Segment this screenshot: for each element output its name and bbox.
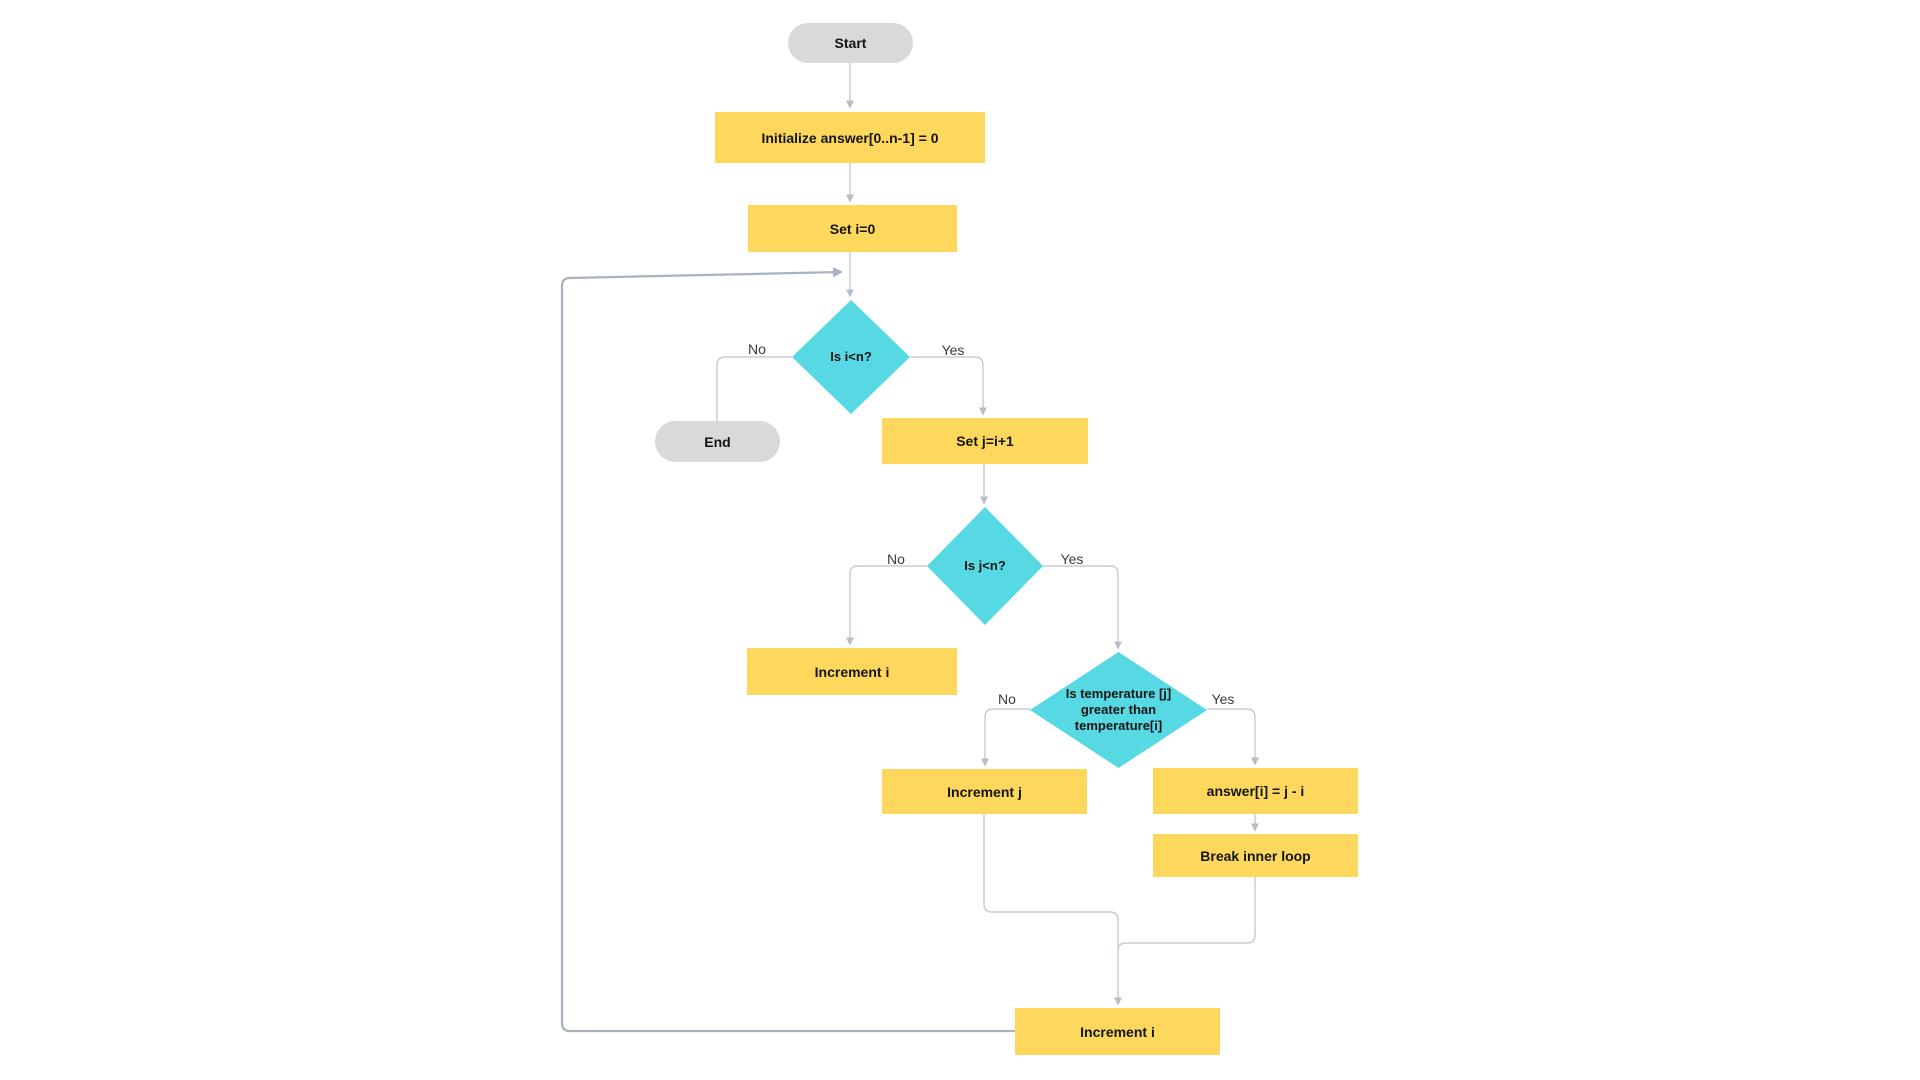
connector-break-to-incrementiouter (1117, 877, 1256, 952)
edge-label-yes-decision-i: Yes (941, 342, 965, 358)
connector-decisiontemp-yes-to-answer (1207, 708, 1259, 766)
edge-label-no-decision-j: No (887, 551, 905, 567)
node-decision-i-less-n-label: Is i<n? (830, 348, 872, 364)
node-increment-i-inner-label: Increment i (814, 663, 890, 680)
node-increment-i-outer-label: Increment i (1080, 1023, 1155, 1040)
edge-label-no-decision-i: No (748, 341, 766, 357)
node-end-label: End (704, 433, 731, 450)
node-set-j-label: Set j=i+1 (956, 433, 1014, 449)
edge-label-yes-decision-temp: Yes (1211, 691, 1235, 707)
node-increment-i-inner[interactable]: Increment i (747, 648, 957, 695)
connector-decisioni-no-to-end (716, 356, 792, 421)
node-start[interactable]: Start (788, 23, 913, 63)
node-initialize-answer[interactable]: Initialize answer[0..n-1] = 0 (715, 112, 985, 163)
node-set-j[interactable]: Set j=i+1 (882, 418, 1088, 464)
node-answer-assign[interactable]: answer[i] = j - i (1153, 768, 1358, 814)
connector-decisionj-yes-to-decisiontemp (1043, 565, 1122, 650)
edge-label-no-decision-temp: No (998, 691, 1016, 707)
connector-decisioni-yes-to-setj (910, 356, 987, 416)
connector-incrementj-to-incrementiouter (983, 814, 1122, 1006)
node-set-i[interactable]: Set i=0 (748, 205, 957, 252)
node-increment-j[interactable]: Increment j (882, 769, 1087, 814)
diamond-shape (792, 300, 910, 414)
connector-decisiontemp-no-to-incrementj (981, 708, 1030, 767)
node-decision-j-less-n[interactable]: Is j<n? (927, 507, 1043, 625)
connector-loopback-to-decisioni (560, 267, 1015, 1033)
node-increment-j-label: Increment j (947, 783, 1022, 800)
node-set-i-label: Set i=0 (829, 220, 876, 237)
node-decision-temperature-label: Is temperature [j] greater than temperat… (1065, 685, 1172, 734)
node-initialize-answer-label: Initialize answer[0..n-1] = 0 (761, 129, 939, 146)
node-break-inner-loop[interactable]: Break inner loop (1153, 834, 1358, 877)
node-start-label: Start (834, 35, 867, 51)
diamond-shape (927, 507, 1043, 625)
diamond-shape (1030, 652, 1207, 768)
node-increment-i-outer[interactable]: Increment i (1015, 1008, 1220, 1055)
node-decision-i-less-n[interactable]: Is i<n? (792, 300, 910, 414)
edge-label-yes-decision-j: Yes (1060, 551, 1084, 567)
node-decision-temperature[interactable]: Is temperature [j] greater than temperat… (1030, 652, 1207, 768)
node-decision-j-less-n-label: Is j<n? (964, 557, 1006, 573)
node-end[interactable]: End (655, 421, 780, 462)
connector-decisionj-no-to-incrementi (846, 565, 927, 646)
node-break-inner-loop-label: Break inner loop (1200, 847, 1311, 864)
node-answer-assign-label: answer[i] = j - i (1206, 783, 1305, 799)
